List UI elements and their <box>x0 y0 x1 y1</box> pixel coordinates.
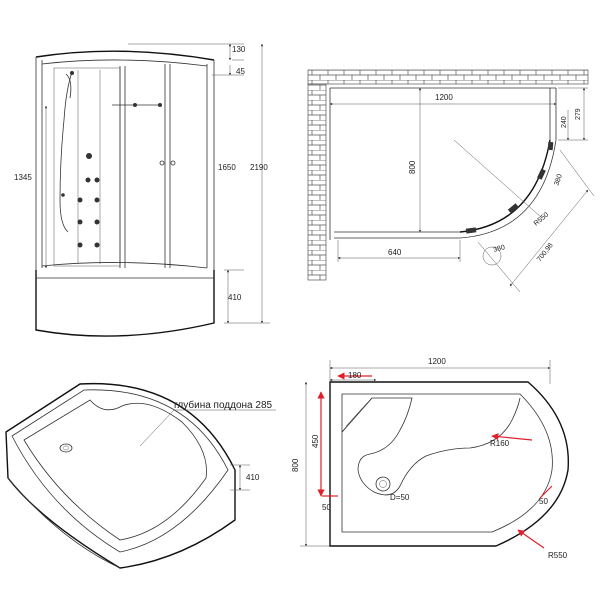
tray-plan-margin-arrow-r <box>539 485 553 499</box>
tray-plan-dim-label-inner-radius: R160 <box>490 439 510 448</box>
massage-jets <box>61 153 100 248</box>
plan-dim-label-arc-c: 380 <box>493 244 506 254</box>
tray-3d-drain <box>59 443 73 453</box>
tray-plan-dim-label-outer-radius: R550 <box>548 551 568 560</box>
tray-plan-dim-label-depth: 800 <box>291 458 300 472</box>
cabin-roof <box>35 50 215 61</box>
door-handle-left <box>159 160 165 166</box>
tray-plan-outer-radius-arrow <box>517 529 545 549</box>
tray-rim <box>41 262 208 269</box>
plan-dim-label-arc-b: R550 <box>533 211 550 227</box>
tray-plan-dim-label-seat: 180 <box>348 371 362 380</box>
mixer-knob-right <box>158 103 162 107</box>
tray-3d-outer <box>5 382 236 569</box>
cabin-top-rail <box>41 59 208 67</box>
tray-plan-drain <box>375 476 391 492</box>
tray-3d-view: глубина поддона 285 410 <box>5 382 276 569</box>
tray-plan-rim <box>341 393 553 533</box>
tray-3d-height-label: 410 <box>246 473 260 482</box>
dim-label-glass-height: 1650 <box>218 163 236 172</box>
shower-head-mount <box>70 71 74 75</box>
plan-dim-label-side-small: 240 <box>561 116 568 128</box>
plan-radius-line <box>453 139 543 219</box>
tray-3d-apron-curve <box>7 477 121 569</box>
dim-label-tray-height: 410 <box>228 293 242 302</box>
tray-3d-leader <box>139 409 175 447</box>
door-handle-right <box>170 160 176 166</box>
tray-3d-rim <box>11 389 229 553</box>
tray-apron <box>35 270 215 337</box>
plan-dim-label-arc-a: 380 <box>553 173 564 186</box>
plan-dim-label-side-top: 279 <box>575 108 582 120</box>
plan-dim-line-diagonal <box>509 189 589 287</box>
tray-plan-drain-inner <box>379 480 387 488</box>
dim-label-top-gap: 45 <box>236 67 245 76</box>
plan-dim-label-depth: 800 <box>408 160 417 174</box>
tray-plan-inner-radius-arrow <box>491 433 533 441</box>
tray-plan-outer <box>329 381 570 547</box>
plan-detail-circle <box>482 246 502 266</box>
tray-plan-seat-diag <box>341 397 373 433</box>
tray-3d-basin <box>23 399 207 541</box>
tray-depth-label: глубина поддона 285 <box>174 399 273 411</box>
tray-plan-seat-diag-2 <box>345 401 369 427</box>
tray-plan-dim-label-margin-right: 50 <box>539 497 548 506</box>
dim-label-top-cap: 130 <box>232 45 246 54</box>
rear-panel-left <box>53 67 121 267</box>
brick-wall-left <box>307 83 327 281</box>
dim-label-total-height: 2190 <box>250 163 268 172</box>
plan-dim-label-door: 640 <box>388 248 402 257</box>
tray-plan-view: 1200 180 450 800 50 50 D=50 R160 R550 <box>291 357 570 560</box>
tray-plan-dim-label-width: 1200 <box>428 357 446 366</box>
tray-plan-dim-label-margin-left: 50 <box>322 503 331 512</box>
front-view: 130 45 1650 2190 1345 410 <box>14 43 270 337</box>
plan-view: 1200 800 640 279 240 380 R550 380 700,98 <box>307 69 595 293</box>
plan-dim-label-width: 1200 <box>435 93 453 102</box>
plan-dim-label-diagonal: 700,98 <box>536 242 555 263</box>
shower-hose <box>59 71 73 233</box>
mixer-knob-left <box>133 103 137 107</box>
tray-plan-dim-label-seat-depth: 450 <box>311 434 320 448</box>
brick-wall-top <box>307 69 589 85</box>
shower-head <box>65 73 72 99</box>
dim-label-mixer-height: 1345 <box>14 173 32 182</box>
tray-plan-dim-label-drain: D=50 <box>390 493 410 502</box>
plan-ext-diag-b <box>559 149 595 197</box>
tray-3d-drain-inner <box>62 445 70 451</box>
